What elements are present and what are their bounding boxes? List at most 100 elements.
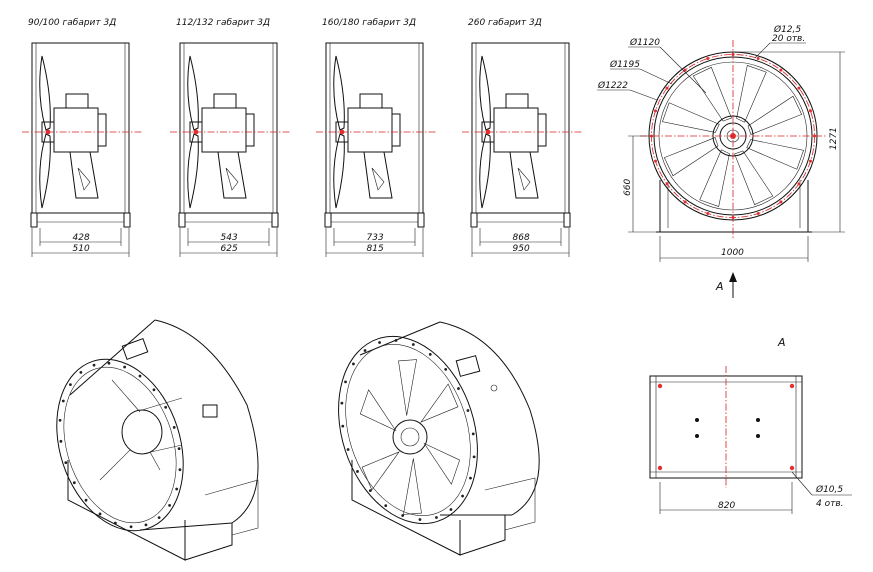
side-view-title: 90/100 габарит 3Д [28, 18, 116, 28]
dim-outer-label: 510 [73, 244, 90, 254]
front-view: 1271 660 1000 Ø1120 Ø1195 Ø1222 Ø12,5 20… [597, 24, 845, 298]
iso1-front-flange [56, 358, 184, 532]
iso2-flange-bolts [340, 339, 476, 521]
flange-bolt [61, 399, 65, 403]
shaft-center [45, 129, 51, 135]
flange-bolt [113, 521, 117, 525]
side-view-title: 112/132 габарит 3Д [176, 18, 270, 28]
center-hole [756, 418, 760, 422]
bracket-window [77, 167, 91, 191]
iso2-blade [420, 383, 459, 423]
iso2-stand-front [351, 460, 461, 556]
motor-body [201, 107, 247, 153]
dim-inner-label: 733 [367, 233, 384, 243]
foot-left [470, 212, 478, 228]
flange-bolt [363, 349, 367, 352]
isometric-view-impeller-side [338, 321, 540, 556]
d1222-leader [629, 89, 658, 101]
flange-bolt [69, 383, 72, 387]
mount-hole [657, 383, 663, 389]
iso1-terminal-box [121, 338, 149, 360]
motor-terminal [505, 93, 529, 109]
bolt-hole [650, 134, 653, 138]
housing-outline [471, 42, 570, 214]
blade-bottom [39, 133, 51, 209]
height-label: 1271 [829, 127, 839, 150]
blade-top [333, 55, 345, 131]
flange-bolt [152, 388, 156, 392]
motor-body [347, 107, 393, 153]
flange-bolt [123, 365, 127, 369]
d1195-label: Ø1195 [609, 59, 640, 70]
mount-hole [789, 465, 795, 471]
blade-bottom [479, 133, 491, 209]
iso1-back-rim [154, 319, 259, 524]
motor-endcap [97, 113, 107, 147]
iso2-stand-side [459, 515, 506, 556]
bolt-leader [754, 42, 771, 59]
flange-bolt [435, 516, 438, 519]
flange-bolt [356, 470, 359, 473]
blade [746, 139, 804, 170]
flange-bolt [368, 489, 372, 493]
blade-bottom [187, 133, 199, 209]
blade-top [187, 55, 199, 131]
flange-bolt [168, 503, 171, 507]
blade [699, 149, 730, 207]
isometric-view-motor-side [56, 319, 259, 561]
blade [734, 150, 774, 206]
iso1-flange-bolts [58, 361, 182, 529]
iso2-impeller-blades [359, 359, 461, 515]
impeller-blades [662, 65, 804, 207]
flange-bolt [449, 508, 453, 511]
motor-endcap [537, 113, 547, 147]
blade [662, 102, 720, 133]
iso1-stand-side [184, 523, 233, 561]
motor-terminal [213, 93, 237, 109]
housing-outline [325, 42, 424, 214]
bolt-hole [653, 109, 657, 113]
dim-inner-label: 428 [73, 233, 90, 243]
d1195-leader [639, 68, 673, 85]
motor-endcap [245, 113, 255, 147]
bolt-hole [665, 86, 669, 90]
bolt-hole [683, 68, 687, 72]
flange-bolt [344, 380, 347, 384]
iso2-stand-back [484, 477, 536, 531]
iso1-stand-front [67, 460, 186, 561]
blade [663, 137, 719, 177]
flange-bolt [92, 363, 96, 367]
flange-bolt [461, 494, 464, 498]
blade-top [39, 55, 51, 131]
bolt-hole [779, 68, 783, 72]
side-view-title: 160/180 габарит 3Д [322, 18, 416, 28]
flange-bolt [129, 525, 133, 529]
iso1-stand-back [204, 479, 259, 536]
foot-left [30, 212, 38, 228]
side-view-title: 260 габарит 3Д [468, 18, 542, 28]
iso2-front-flange [338, 335, 478, 525]
bolt-hole [706, 212, 710, 216]
flange-bolt [444, 367, 448, 371]
flange-bolt [401, 514, 405, 517]
flange-bolt [469, 476, 472, 480]
housing-outline [31, 42, 130, 214]
iso2-hub-inner [400, 427, 420, 447]
flange-bolt [175, 487, 179, 491]
mount-hole [789, 383, 795, 389]
motor-bracket [363, 151, 393, 199]
iso2-plug [490, 384, 498, 392]
dim-inner-label: 543 [221, 233, 238, 243]
flange-bolt [172, 425, 176, 429]
iso2-blade [403, 458, 422, 515]
bolt-hole [683, 200, 687, 204]
iso1-struts [99, 379, 161, 481]
d1120-leader [659, 46, 707, 94]
foot-left [178, 212, 186, 228]
bolt-dia-label: Ø12,5 [773, 24, 801, 35]
flange-bolt [384, 504, 388, 508]
blade [747, 95, 803, 135]
iso2-hub [392, 419, 428, 455]
iso1-motor-face [121, 409, 163, 455]
